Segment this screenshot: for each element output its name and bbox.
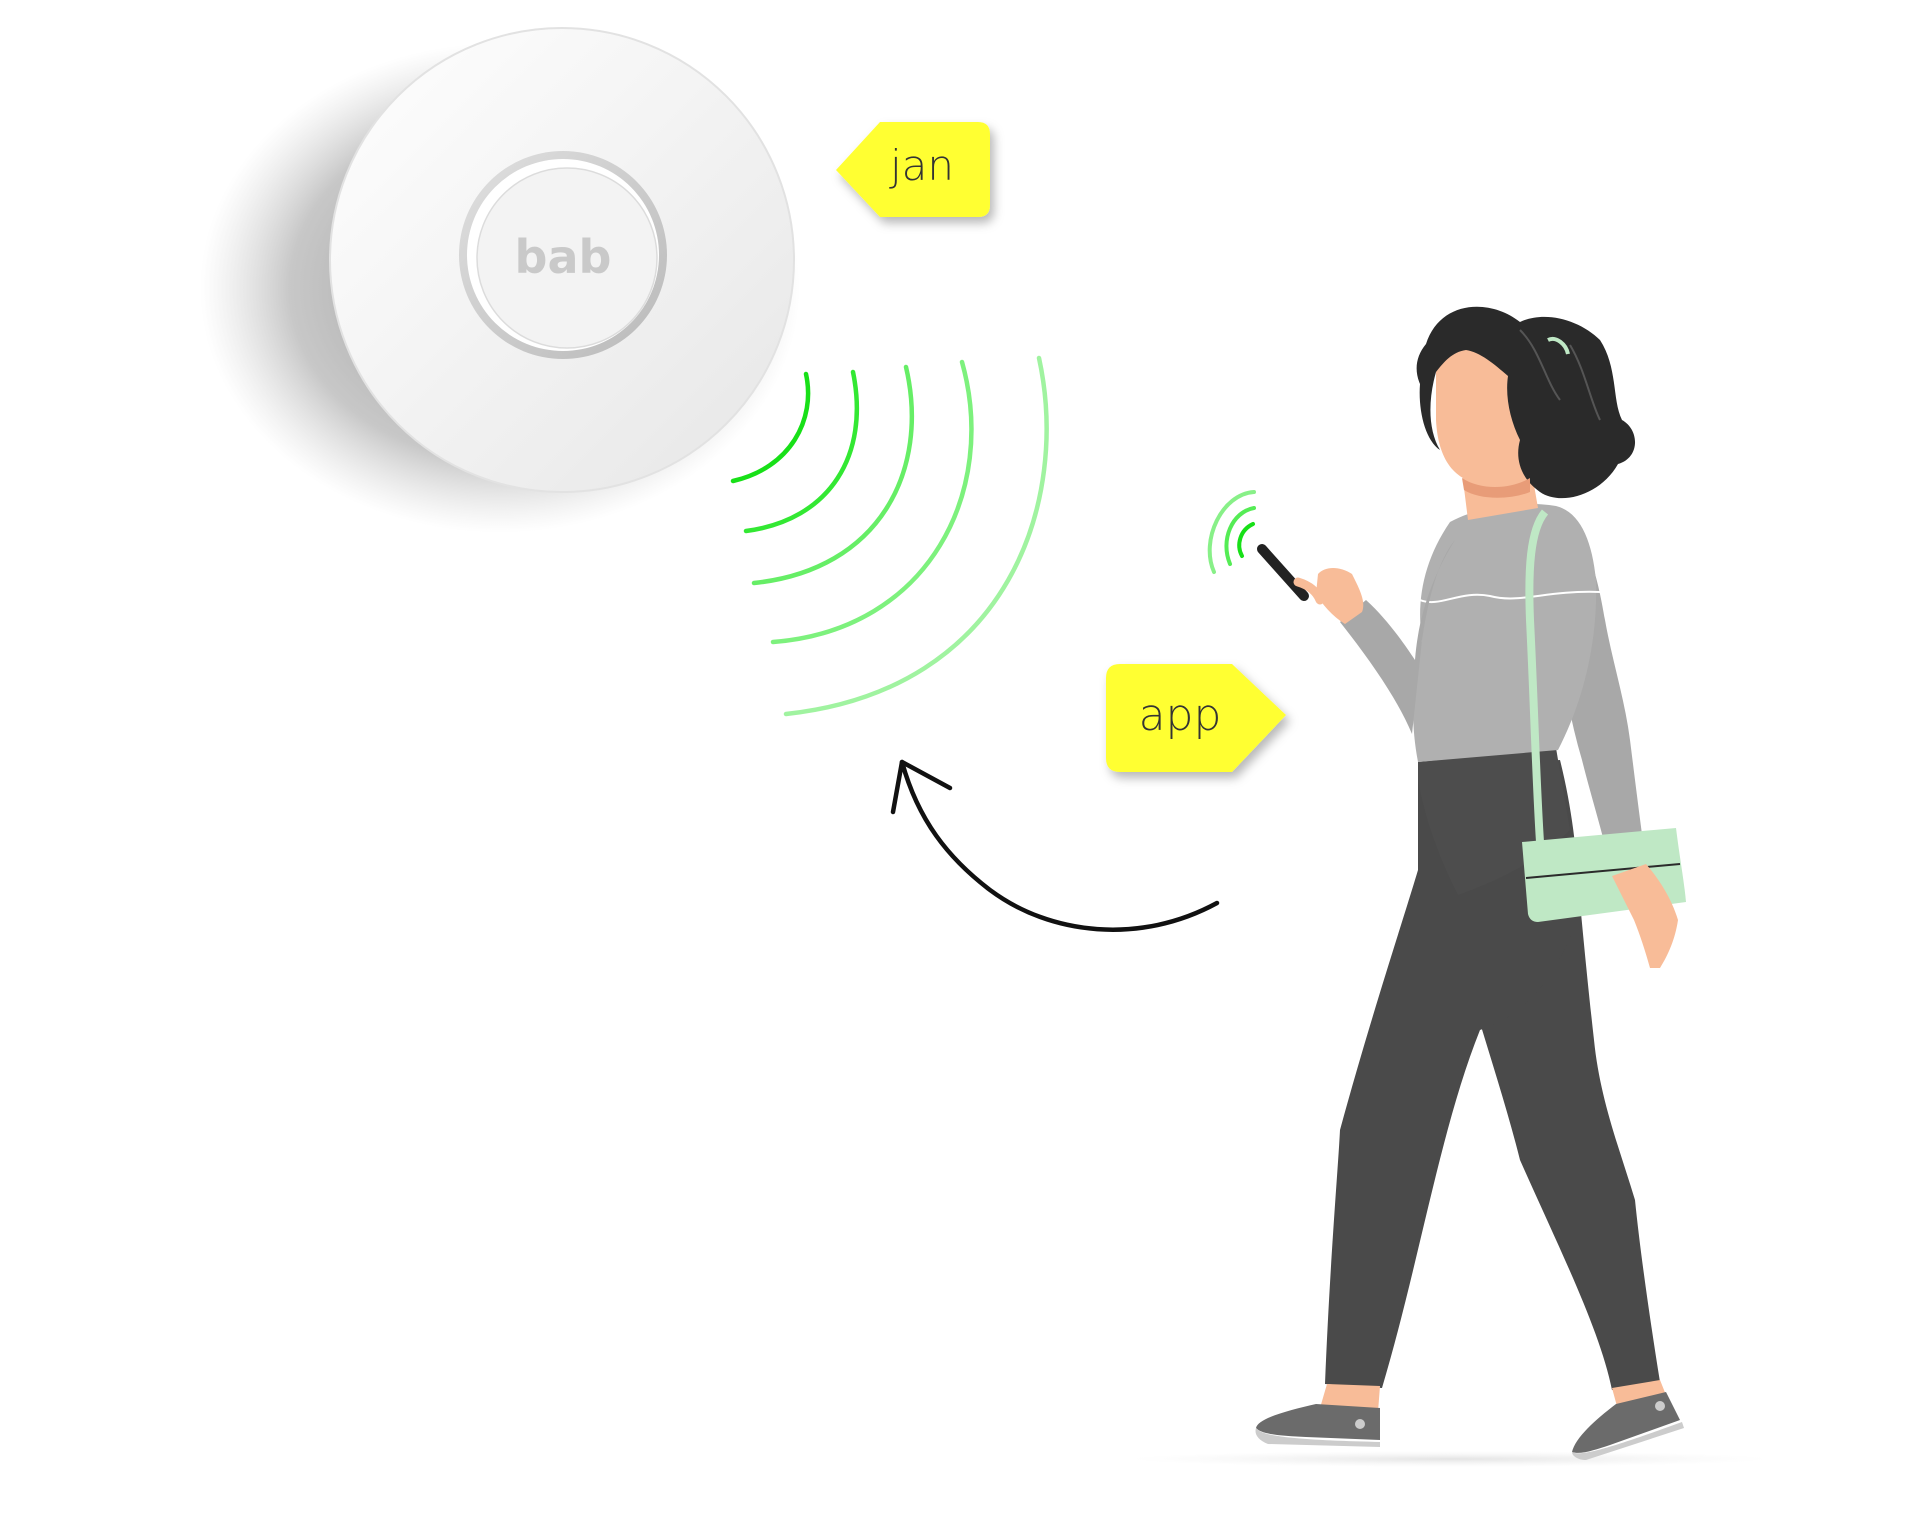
woman-front-shoe-dot bbox=[1355, 1419, 1365, 1429]
woman-hair-tie bbox=[1547, 337, 1570, 355]
woman-front-sole bbox=[1255, 1428, 1380, 1447]
woman-hair bbox=[1416, 306, 1636, 499]
device-tag bbox=[836, 122, 990, 217]
woman-hair-curl-lines bbox=[1519, 329, 1601, 421]
woman-back-shoe-dot bbox=[1655, 1401, 1665, 1411]
woman-back-hand bbox=[1612, 864, 1678, 968]
phone-signal-arc-3 bbox=[1207, 490, 1256, 574]
phone-tag bbox=[1106, 664, 1286, 772]
phone-signal-arc-1 bbox=[1237, 522, 1255, 558]
woman-phone bbox=[1257, 544, 1309, 601]
woman-back-shoe bbox=[1572, 1392, 1680, 1453]
woman-front-leg bbox=[1325, 760, 1579, 1388]
woman-chin-shadow bbox=[1462, 478, 1530, 498]
device-button bbox=[476, 167, 658, 349]
walking-woman-with-phone-icon bbox=[1207, 306, 1686, 1460]
phone-tag-shape bbox=[1106, 664, 1286, 772]
phone-signal-arc-2 bbox=[1224, 506, 1256, 566]
phone-tag-label: app bbox=[1139, 690, 1222, 741]
smoke-detector-device: bab bbox=[200, 27, 800, 533]
signal-arc-4 bbox=[770, 359, 974, 645]
device-tag-shape bbox=[836, 122, 990, 217]
signal-arc-5 bbox=[783, 355, 1049, 717]
signal-arc-1 bbox=[730, 371, 811, 484]
device-brand-logo: bab bbox=[515, 230, 612, 284]
signal-waves bbox=[730, 355, 1049, 717]
woman-sweater-line bbox=[1419, 590, 1601, 604]
woman-torso bbox=[1413, 503, 1597, 762]
woman-front-ankle bbox=[1320, 1384, 1380, 1412]
wireless-signal-icon bbox=[1207, 490, 1256, 574]
woman-front-arm bbox=[1340, 540, 1455, 734]
arrow-head bbox=[890, 759, 953, 815]
woman-bag-strap bbox=[1525, 509, 1549, 843]
woman-bag-flap-line bbox=[1525, 863, 1681, 879]
arrow-curve bbox=[899, 759, 1220, 932]
signal-arc-3 bbox=[751, 364, 915, 586]
curved-arrow-icon bbox=[890, 759, 1220, 932]
woman-thumb bbox=[1293, 577, 1325, 605]
woman-back-sole bbox=[1572, 1422, 1684, 1460]
woman-front-shoe bbox=[1256, 1404, 1380, 1440]
device-tag-label: jan bbox=[889, 141, 954, 190]
signal-arc-2 bbox=[743, 369, 859, 534]
floor-shadow bbox=[1130, 1451, 1770, 1467]
woman-front-hand bbox=[1316, 568, 1364, 624]
